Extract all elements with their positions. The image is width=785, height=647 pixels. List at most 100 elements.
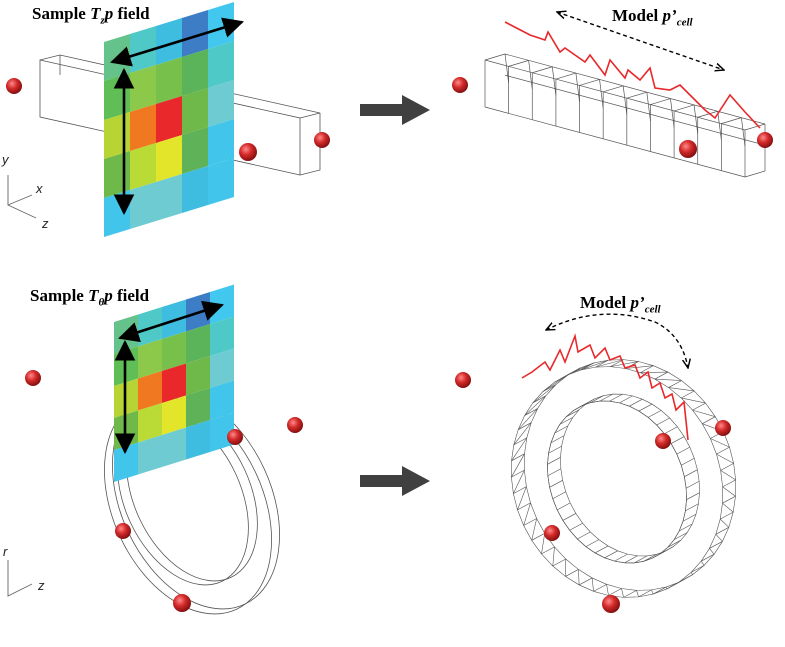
mesh-edge xyxy=(552,546,555,567)
mesh-edge xyxy=(715,527,729,535)
mesh-edge xyxy=(528,60,533,90)
bottom-transition-arrow xyxy=(360,466,430,496)
mesh-edge xyxy=(656,417,670,426)
mesh-edge xyxy=(715,534,723,542)
mesh-edge xyxy=(722,495,736,504)
bottom-model-segmented-annulus xyxy=(511,359,736,598)
mesh-edge xyxy=(646,92,651,122)
mesh-edge xyxy=(581,398,595,407)
mesh-edge xyxy=(700,561,705,566)
mesh-edge xyxy=(660,546,669,554)
bottom-heatmap xyxy=(114,284,234,482)
mesh-edge xyxy=(619,402,630,407)
mesh-edge xyxy=(511,453,525,462)
mesh-edge xyxy=(640,371,668,373)
mesh-edge xyxy=(700,553,715,562)
heatmap-cell xyxy=(210,348,234,388)
mesh-edge xyxy=(517,408,538,430)
mesh-edge xyxy=(673,532,688,540)
mesh-edge xyxy=(567,362,595,376)
mesh-edge xyxy=(569,530,578,540)
probe-marker xyxy=(544,525,560,541)
mesh-edge xyxy=(604,550,618,559)
heatmap-cell xyxy=(156,174,182,221)
mesh-edge xyxy=(594,552,605,559)
probe-marker xyxy=(455,372,471,388)
bottom-axis-triad xyxy=(7,560,33,597)
mesh-edge xyxy=(579,79,600,86)
mesh-edge xyxy=(552,558,566,567)
mesh-edge xyxy=(722,502,734,513)
heatmap-cell xyxy=(162,363,186,403)
mesh-edge xyxy=(565,410,574,418)
mesh-edge xyxy=(709,541,723,549)
probe-marker xyxy=(452,77,468,93)
mesh-edge xyxy=(709,548,715,555)
heatmap-cell xyxy=(130,143,156,190)
mesh-edge xyxy=(542,375,568,392)
mesh-edge xyxy=(656,424,665,434)
probe-marker xyxy=(287,417,303,433)
mesh-edge xyxy=(517,486,527,510)
bottom-model-dashed-arc-arrow xyxy=(546,313,688,368)
mesh-edge xyxy=(548,445,562,454)
mesh-edge xyxy=(673,104,695,112)
top-model-segmented-duct xyxy=(484,53,766,178)
mesh-edge xyxy=(550,432,556,443)
mesh-edge xyxy=(552,491,566,500)
mesh-edge xyxy=(634,555,648,564)
mesh-edge xyxy=(609,393,623,402)
probe-marker xyxy=(314,132,330,148)
mesh-edge xyxy=(531,518,537,541)
mesh-edge xyxy=(603,85,624,93)
mesh-edge xyxy=(484,106,746,178)
mesh-edge xyxy=(660,546,674,554)
mesh-edge xyxy=(720,511,734,520)
heatmap-cell xyxy=(210,412,234,452)
mesh-edge xyxy=(719,518,730,528)
mesh-edge xyxy=(692,409,716,417)
mesh-edge xyxy=(594,545,609,554)
top-heatmap-arrows xyxy=(110,17,244,216)
probe-marker xyxy=(655,433,671,449)
mesh-edge xyxy=(679,523,693,532)
mesh-edge xyxy=(504,53,509,83)
mesh-edge xyxy=(513,437,527,446)
mesh-ring xyxy=(524,359,736,591)
heatmap-cell xyxy=(208,41,234,88)
mesh-edge xyxy=(599,393,613,402)
mesh-edge xyxy=(720,463,734,471)
top-model-label: Model p’cell xyxy=(612,6,693,29)
mesh-edge xyxy=(697,110,718,118)
mesh-edge xyxy=(654,378,682,381)
mesh-edge xyxy=(547,453,549,465)
axis-label-x: x xyxy=(35,181,43,196)
heatmap-cell xyxy=(182,88,208,135)
mesh-edge xyxy=(638,410,649,418)
mesh-edge xyxy=(693,104,699,134)
mesh-edge xyxy=(604,557,615,562)
mesh-edge xyxy=(692,402,706,411)
mesh-edge xyxy=(555,72,577,80)
mesh-edge xyxy=(504,74,766,146)
probe-marker xyxy=(227,429,243,445)
mesh-edge xyxy=(665,586,668,590)
mesh-edge xyxy=(550,435,565,443)
mesh-edge xyxy=(559,417,574,425)
mesh-edge xyxy=(744,170,766,178)
mesh-edge xyxy=(623,590,637,598)
mesh-edge xyxy=(591,577,594,592)
axis-label-z: z xyxy=(41,216,49,231)
mesh-edge xyxy=(511,453,525,478)
heatmap-cell xyxy=(162,427,186,467)
mesh-edge xyxy=(578,577,593,586)
mesh-edge xyxy=(621,588,624,598)
heatmap-cell xyxy=(138,371,162,411)
heatmap-cell xyxy=(210,380,234,420)
heatmap-cell xyxy=(130,182,156,229)
mesh-edge xyxy=(681,457,695,466)
mesh-edge xyxy=(684,469,698,477)
mesh-edge xyxy=(676,453,682,466)
mesh-edge xyxy=(679,574,693,582)
mesh-edge xyxy=(590,400,600,403)
